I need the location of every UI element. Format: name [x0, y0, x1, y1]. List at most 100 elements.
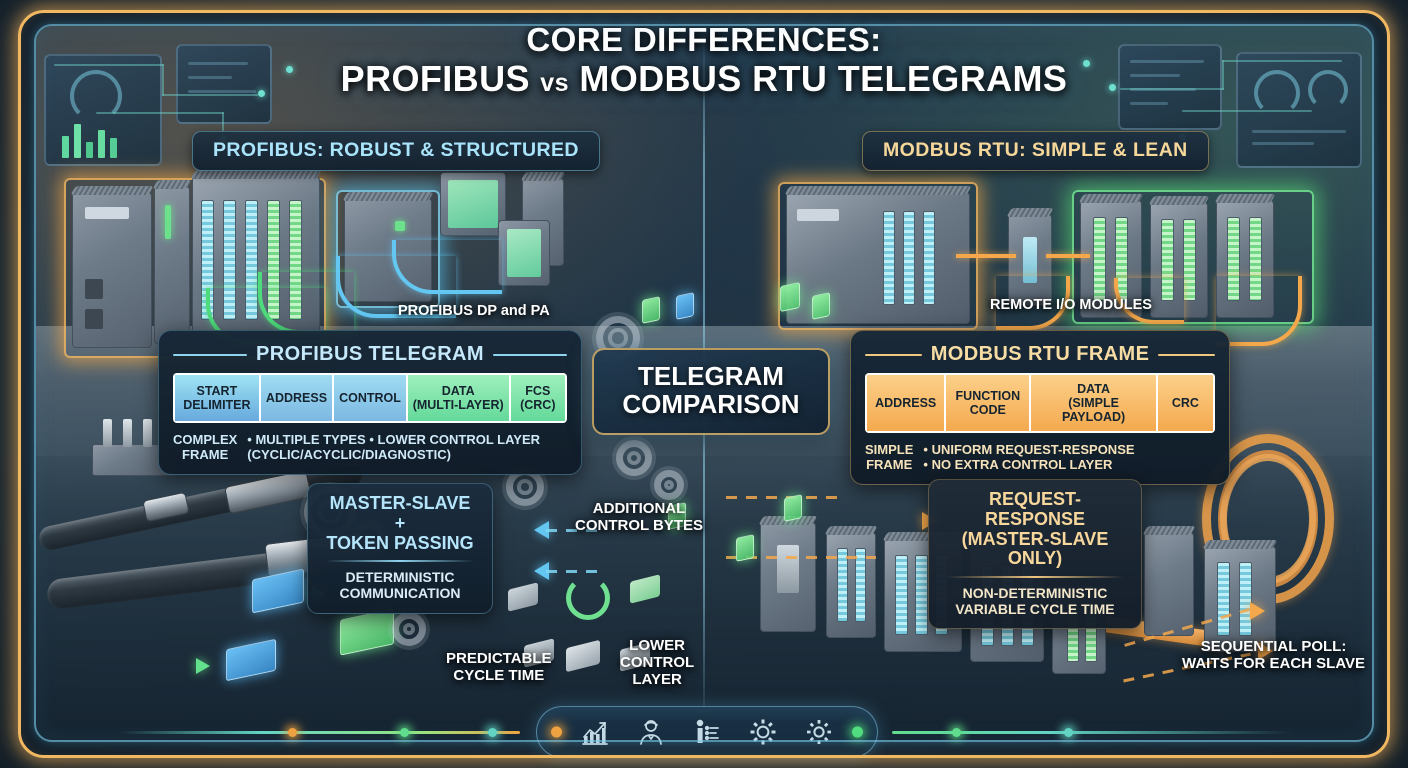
worker-person-icon[interactable]	[636, 717, 666, 747]
note-sequential-poll: SEQUENTIAL POLL: WAITS FOR EACH SLAVE	[1182, 638, 1366, 673]
note-lower-control-layer: LOWER CONTROL LAYER	[620, 637, 695, 689]
title-protocol-a: PROFIBUS	[340, 57, 530, 99]
title-line-1: CORE DIFFERENCES:	[526, 21, 882, 58]
section-header-profibus: PROFIBUS: ROBUST & STRUCTURED	[192, 131, 600, 171]
circuit-trace	[1222, 60, 1224, 90]
io-slot	[855, 547, 866, 623]
frame-segment: FCS (CRC)	[510, 375, 566, 421]
monitor-line	[1252, 142, 1314, 145]
modbus-frame-panel: MODBUS RTU FRAME ADDRESS FUNCTION CODE D…	[850, 330, 1230, 485]
accent-dot	[288, 728, 297, 737]
gear-settings-icon[interactable]	[804, 717, 834, 747]
title-rule-right	[492, 353, 568, 356]
monitor-line	[188, 90, 256, 93]
profibus-hmi-panel	[440, 172, 506, 236]
data-packet-chip	[780, 281, 800, 313]
modbus-frame-segments: ADDRESS FUNCTION CODE DATA (SIMPLE PAYLO…	[865, 373, 1215, 433]
gear-icon	[654, 470, 684, 500]
circuit-trace	[222, 112, 224, 138]
io-slot	[1183, 218, 1196, 302]
token-ring-diagram	[508, 568, 668, 684]
control-monitor-right-2	[1118, 44, 1222, 130]
rack-vent	[70, 186, 154, 195]
circuit-trace	[1222, 60, 1342, 62]
callout-subtitle: NON-DETERMINISTIC VARIABLE CYCLE TIME	[955, 585, 1115, 618]
rack-vent	[1214, 194, 1276, 203]
title-rule-left	[173, 353, 248, 356]
frame-segment: FUNCTION CODE	[946, 375, 1030, 431]
accent-dot	[400, 728, 409, 737]
circuit-trace	[162, 64, 164, 96]
gear-icon	[392, 612, 426, 646]
dashed-flow-line	[726, 556, 876, 559]
bottom-toolbar[interactable]	[536, 706, 878, 758]
flow-arrow-icon	[1250, 602, 1265, 620]
io-slot	[883, 211, 895, 305]
data-packet-chip	[676, 292, 694, 320]
io-slot	[923, 211, 935, 305]
callout-arrow-icon	[534, 562, 549, 580]
rack-vent	[1148, 196, 1210, 205]
profibus-cpu-module	[152, 180, 192, 344]
callout-subtitle: DETERMINISTIC COMMUNICATION	[339, 569, 461, 602]
rack-vent	[520, 172, 566, 181]
scene-background	[36, 26, 1372, 740]
profibus-access-callout: MASTER-SLAVE + TOKEN PASSING DETERMINIST…	[307, 483, 493, 614]
control-monitor-left-2	[176, 44, 272, 124]
io-slot	[837, 547, 848, 623]
data-packet-chip	[784, 494, 802, 522]
flow-arrow-icon	[196, 658, 210, 674]
accent-dot	[488, 728, 497, 737]
io-slot	[245, 200, 258, 320]
frame-segment: ADDRESS	[260, 375, 333, 421]
rack-vent	[1142, 526, 1196, 535]
io-slot	[1239, 561, 1252, 637]
circuit-trace	[1182, 110, 1312, 112]
monitor-line	[188, 76, 232, 79]
frame-segment: DATA (SIMPLE PAYLOAD)	[1031, 375, 1156, 431]
monitor-bar	[110, 138, 117, 158]
modbus-panel-title: MODBUS RTU FRAME	[865, 343, 1216, 366]
circuit-trace	[54, 64, 164, 66]
profibus-panel-title: PROFIBUS TELEGRAM	[173, 343, 568, 366]
io-slot	[915, 554, 928, 636]
io-slot	[1093, 217, 1106, 301]
circuit-node	[258, 90, 265, 97]
bar-chart-growth-icon[interactable]	[580, 717, 610, 747]
monitor-line	[1252, 130, 1346, 133]
modbus-field-cabinet-6	[1142, 526, 1196, 636]
modbus-bullet-left: SIMPLE FRAME	[865, 442, 914, 473]
rack-vent	[1006, 208, 1054, 217]
modbus-field-cabinet-2	[824, 526, 878, 638]
monitor-line	[1130, 102, 1168, 105]
page-title: CORE DIFFERENCES: PROFIBUS vs MODBUS RTU…	[0, 22, 1408, 99]
rack-vent	[784, 186, 972, 195]
profibus-dp-device-glow	[336, 190, 440, 308]
circuit-node	[1083, 60, 1090, 67]
title-line-2: PROFIBUS vs MODBUS RTU TELEGRAMS	[0, 57, 1408, 99]
gauge-icon	[1254, 70, 1300, 116]
monitor-line	[1130, 60, 1204, 63]
person-checklist-icon[interactable]	[692, 717, 722, 747]
frame-segment: ADDRESS	[867, 375, 945, 431]
profibus-bullets: COMPLEX FRAME • MULTIPLE TYPES • LOWER C…	[173, 432, 567, 463]
note-profibus-dp-pa: PROFIBUS DP and PA	[398, 303, 550, 319]
rack-vent	[1078, 194, 1144, 203]
io-slot	[903, 211, 915, 305]
callout-title: REQUEST-RESPONSE (MASTER-SLAVE ONLY)	[961, 489, 1109, 569]
callout-divider	[326, 560, 474, 563]
modbus-panel-title-text: MODBUS RTU FRAME	[930, 343, 1150, 365]
dashed-flow-line	[546, 570, 604, 573]
frame-segment: CONTROL	[334, 375, 406, 421]
rack-vent	[190, 170, 322, 179]
frame-segment: CRC	[1157, 375, 1214, 431]
gear-icon[interactable]	[748, 717, 778, 747]
comparison-line-2: COMPARISON	[622, 388, 800, 419]
data-packet-chip	[642, 296, 660, 324]
circuit-trace	[162, 94, 258, 96]
monitor-bar	[98, 130, 105, 158]
io-slot	[1217, 561, 1230, 637]
data-packet-chip	[736, 534, 754, 562]
monitor-line	[188, 62, 248, 65]
note-additional-control-bytes: ADDITIONAL CONTROL BYTES	[575, 500, 704, 535]
